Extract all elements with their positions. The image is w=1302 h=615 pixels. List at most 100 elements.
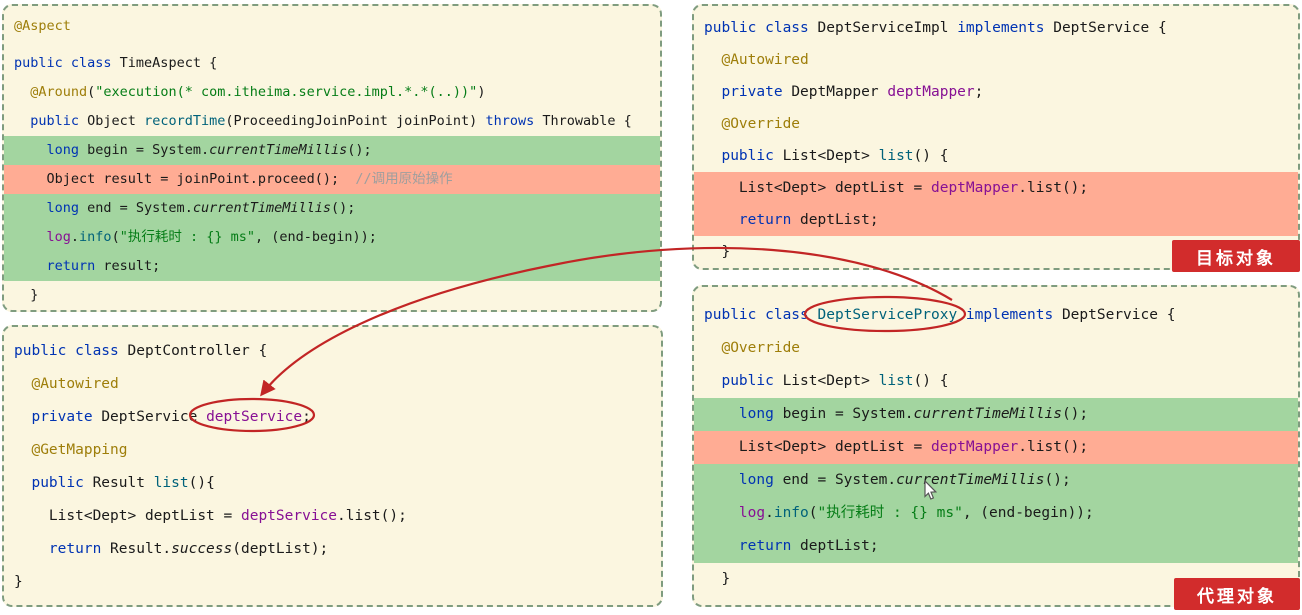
code-line: log.info("执行耗时 : {} ms", (end-begin));	[694, 497, 1298, 530]
code-token: implements	[965, 307, 1062, 323]
code-token: public class	[704, 20, 818, 36]
code-token: }	[14, 574, 23, 590]
code-token: deptList;	[800, 538, 879, 554]
code-token: DeptServiceProxy	[817, 307, 966, 323]
code-token: long	[14, 200, 88, 216]
code-line: @Autowired	[4, 368, 661, 401]
code-token: ();	[331, 200, 356, 216]
code-line: @Override	[694, 332, 1298, 365]
code-token: public class	[14, 55, 120, 71]
code-token: list	[878, 373, 914, 389]
code-token: .list();	[337, 508, 407, 524]
code-line: return deptList;	[694, 204, 1298, 236]
code-line: public List<Dept> list() {	[694, 365, 1298, 398]
code-line: return result;	[4, 252, 660, 281]
code-token: recordTime	[144, 113, 226, 129]
code-token: }	[14, 287, 39, 303]
code-token: @Around	[14, 84, 88, 100]
code-line: public Result list(){	[4, 467, 661, 500]
code-line: List<Dept> deptList = deptMapper.list();	[694, 172, 1298, 204]
code-line: Object result = joinPoint.proceed(); //调…	[4, 165, 660, 194]
code-token: throws	[485, 113, 543, 129]
code-token: public	[704, 148, 783, 164]
code-panel-dept-controller: public class DeptController { @Autowired…	[2, 325, 663, 607]
code-token: "execution(* com.itheima.service.impl.*.…	[95, 84, 478, 100]
code-token: public	[14, 113, 88, 129]
code-token: .list();	[1018, 180, 1089, 196]
code-token: deptMapper	[930, 439, 1019, 455]
code-token: List<Dept> deptList =	[704, 180, 931, 196]
badge-proxy-object: 代理对象	[1174, 578, 1300, 610]
code-token: ;	[974, 84, 984, 100]
code-line: long begin = System.currentTimeMillis();	[694, 398, 1298, 431]
code-token: Object result = joinPoint.proceed();	[14, 171, 356, 187]
code-line: @Aspect	[4, 12, 660, 41]
code-line: private DeptMapper deptMapper;	[694, 76, 1298, 108]
code-line: public class DeptController {	[4, 335, 661, 368]
code-token: (ProceedingJoinPoint joinPoint)	[225, 113, 486, 129]
code-token: long	[14, 142, 88, 158]
code-token: public class	[704, 307, 818, 323]
code-line: return deptList;	[694, 530, 1298, 563]
code-line: @GetMapping	[4, 434, 661, 467]
code-token: Object	[87, 113, 145, 129]
code-token: deptList;	[800, 212, 879, 228]
code-token: currentTimeMillis	[913, 406, 1062, 422]
code-line: public class TimeAspect {	[4, 49, 660, 78]
code-token: (){	[188, 475, 215, 491]
code-line: log.info("执行耗时 : {} ms", (end-begin));	[4, 223, 660, 252]
code-token: deptMapper	[887, 84, 975, 100]
code-token: List<Dept> deptList =	[14, 508, 241, 524]
code-token: currentTimeMillis	[192, 200, 331, 216]
code-token: long	[704, 406, 783, 422]
code-token: info	[773, 505, 809, 521]
code-token: }	[704, 244, 731, 260]
code-token: ;	[302, 409, 311, 425]
code-token: return	[704, 212, 801, 228]
code-token: () {	[913, 148, 949, 164]
code-token: Result.	[110, 541, 172, 557]
code-token: .	[70, 229, 80, 245]
code-token: return	[14, 541, 111, 557]
code-token: "执行耗时 : {} ms"	[817, 505, 963, 521]
code-token: ();	[1061, 406, 1089, 422]
code-token: List<Dept>	[782, 373, 879, 389]
code-token: DeptService {	[1061, 307, 1176, 323]
badge-target-object: 目标对象	[1172, 240, 1300, 272]
code-token: @Autowired	[704, 52, 809, 68]
code-token: )	[477, 84, 486, 100]
code-token: implements	[957, 20, 1054, 36]
code-line: public class DeptServiceImpl implements …	[694, 12, 1298, 44]
code-line: long end = System.currentTimeMillis();	[694, 464, 1298, 497]
code-line: long end = System.currentTimeMillis();	[4, 194, 660, 223]
code-token: return	[704, 538, 801, 554]
code-token: info	[79, 229, 112, 245]
code-token: end = System.	[87, 200, 193, 216]
code-line: @Autowired	[694, 44, 1298, 76]
code-panel-time-aspect: @Aspect public class TimeAspect { @Around…	[2, 4, 662, 312]
code-token: DeptService {	[1053, 20, 1167, 36]
code-token: log	[14, 229, 71, 245]
code-token: , (end-begin));	[962, 505, 1094, 521]
code-token: (	[87, 84, 96, 100]
code-token: currentTimeMillis	[209, 142, 348, 158]
code-line: List<Dept> deptList = deptService.list()…	[4, 500, 661, 533]
code-line: public List<Dept> list() {	[694, 140, 1298, 172]
code-token: begin = System.	[782, 406, 914, 422]
code-line: List<Dept> deptList = deptMapper.list();	[694, 431, 1298, 464]
code-token: return	[14, 258, 104, 274]
code-token: public	[704, 373, 783, 389]
code-token: List<Dept>	[782, 148, 879, 164]
code-token: list	[153, 475, 189, 491]
code-line: return Result.success(deptList);	[4, 533, 661, 566]
code-line: }	[4, 281, 660, 310]
code-token: private	[14, 409, 102, 425]
code-panel-dept-service-proxy: public class DeptServiceProxy implements…	[692, 285, 1300, 607]
code-token: success	[171, 541, 233, 557]
code-token: @Override	[704, 116, 801, 132]
code-line: @Around("execution(* com.itheima.service…	[4, 78, 660, 107]
code-token: Throwable {	[542, 113, 632, 129]
code-token: (	[808, 505, 818, 521]
code-token: DeptService	[101, 409, 207, 425]
